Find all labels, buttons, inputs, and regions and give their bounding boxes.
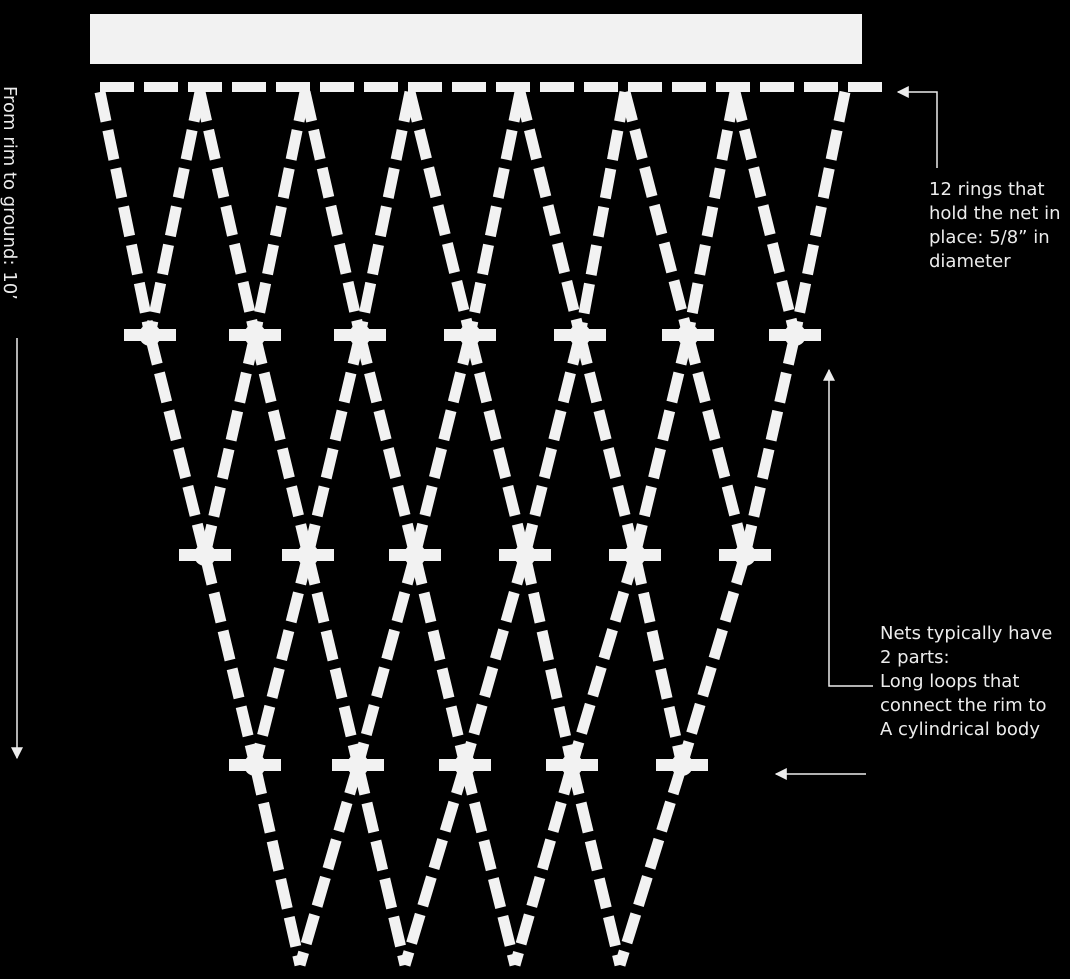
ring [716,82,750,92]
ring [144,82,178,92]
net-knot-center [514,544,536,566]
net-strand [520,92,580,335]
net-strand [580,335,635,555]
net-knots [124,324,821,776]
parts-pointer-line [829,370,873,686]
net-strand [410,92,470,335]
ring [232,82,266,92]
net-strand [525,555,572,765]
rings-annotation-line: diameter [929,250,1061,274]
net-strand [470,335,525,555]
net-knot-center [677,324,699,346]
rings-annotation-line: hold the net in [929,202,1061,226]
net-knot-center [624,544,646,566]
net-strand [572,765,620,965]
net-knot-center [194,544,216,566]
net-strand [635,335,688,555]
net-strand [465,555,525,765]
net-strand [465,765,515,965]
net-strand [415,335,470,555]
height-label: From rim to ground: 10’ [0,86,20,300]
net-strand [625,92,688,335]
net-strand [255,555,308,765]
net-knot-center [569,324,591,346]
net-knot-center [454,754,476,776]
ring [364,82,398,92]
net-strand [470,92,520,335]
ring [320,82,354,92]
ring [760,82,794,92]
net-strand [360,92,410,335]
rings-annotation-line: place: 5/8” in [929,226,1061,250]
net-knot-center [347,754,369,776]
ring [584,82,618,92]
net-strand [300,765,358,965]
net-knot-center [297,544,319,566]
ring [540,82,574,92]
ring [276,82,310,92]
ring [804,82,838,92]
net-strand [525,335,580,555]
net-strand [308,335,360,555]
parts-annotation-line: A cylindrical body [880,718,1052,742]
net-strand [360,335,415,555]
ring [848,82,882,92]
ring [408,82,442,92]
net-knot-center [734,544,756,566]
net-strand [620,765,682,965]
net-knot-center [671,754,693,776]
rings-annotation-line: 12 rings that [929,178,1061,202]
net-strand [358,765,405,965]
rings-pointer-line [898,92,937,168]
ring-row [100,82,882,92]
net-strand [100,92,150,335]
net-strand [405,765,465,965]
net-knot-center [244,324,266,346]
net-knot-center [459,324,481,346]
ring [452,82,486,92]
net-strand [580,92,625,335]
parts-annotation-line: Nets typically have [880,622,1052,646]
net-knot-center [784,324,806,346]
ring [628,82,662,92]
parts-annotation-line: connect the rim to [880,694,1052,718]
rim [90,14,862,64]
net-strand [255,335,308,555]
rings-annotation: 12 rings that hold the net in place: 5/8… [929,178,1061,274]
net-knot-center [561,754,583,776]
parts-annotation-line: Long loops that [880,670,1052,694]
ring [496,82,530,92]
net-knot-center [244,754,266,776]
net-strand [735,92,795,335]
net-strand [150,92,200,335]
net-strand [308,555,358,765]
ring [100,82,134,92]
parts-annotation-line: 2 parts: [880,646,1052,670]
net-strand [358,555,415,765]
net-knot-center [139,324,161,346]
ring [188,82,222,92]
net-strand [515,765,572,965]
net-strand [745,335,795,555]
net-strand [688,92,735,335]
net-strand [688,335,745,555]
ring [672,82,706,92]
net-strand [255,765,300,965]
net-mesh [100,92,845,965]
net-strand [150,335,205,555]
net-strand [415,555,465,765]
net-strand [205,555,255,765]
net-strand [255,92,305,335]
net-strand [682,555,745,765]
net-strand [305,92,360,335]
net-strand [572,555,635,765]
parts-annotation: Nets typically have 2 parts: Long loops … [880,622,1052,742]
net-strand [200,92,255,335]
net-knot-center [349,324,371,346]
net-strand [795,92,845,335]
net-strand [205,335,255,555]
net-strand [635,555,682,765]
net-knot-center [404,544,426,566]
